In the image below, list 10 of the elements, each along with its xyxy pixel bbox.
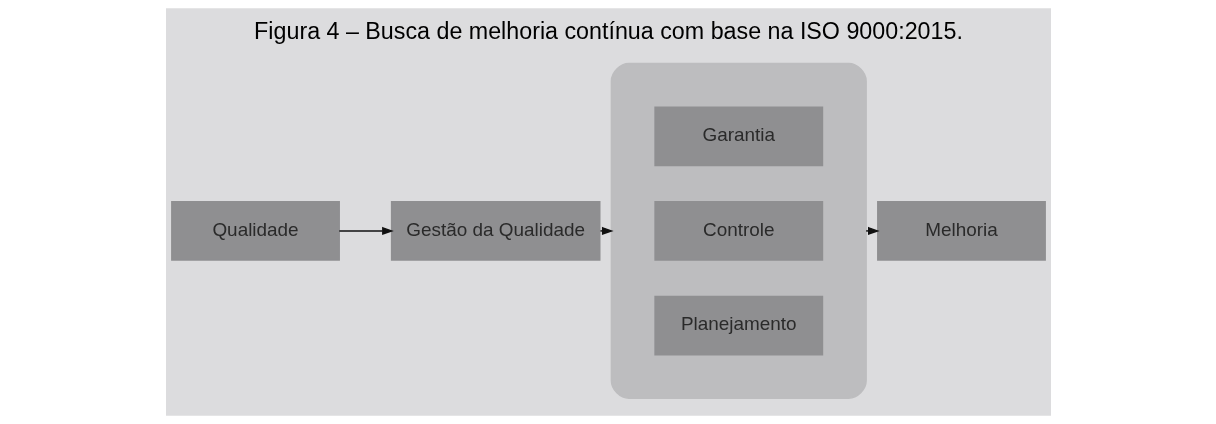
node-box: Planejamento: [653, 295, 823, 356]
node-box: Garantia: [653, 106, 823, 167]
arrow: [338, 226, 394, 235]
arrow: [599, 226, 614, 235]
node-box: Qualidade: [170, 201, 340, 261]
node-box: Gestão da Qualidade: [390, 201, 600, 261]
diagram-title: Figura 4 – Busca de melhoria contínua com base na ISO 9000:2015.: [253, 17, 963, 44]
arrow: [864, 226, 880, 235]
node-box: Melhoria: [876, 201, 1046, 261]
node-box: Controle: [653, 201, 823, 261]
